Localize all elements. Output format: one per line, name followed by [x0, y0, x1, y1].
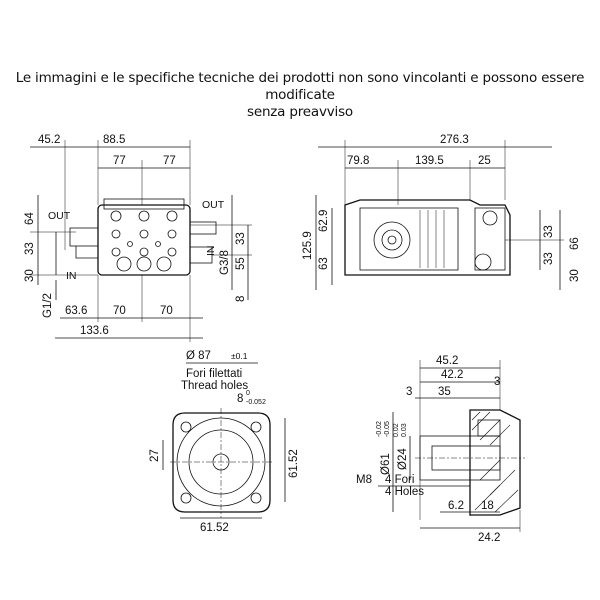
- front-dim-top-1: 45.2: [38, 134, 60, 146]
- flange-diameter-tol: ±0.1: [231, 351, 248, 361]
- flange-view: Ø 87 ±0.1 Fori filettati Thread holes 8 …: [149, 350, 300, 534]
- shaft-dim-d61: Ø61: [380, 453, 392, 475]
- shaft-dim-bottom-1: 6.2: [448, 500, 464, 512]
- front-dim-right-4: 8: [235, 296, 247, 302]
- front-dim-top-3: 77: [113, 155, 126, 167]
- front-dim-left-2: 33: [24, 242, 36, 255]
- shaft-d61-tol-upper: -0.02: [376, 421, 383, 437]
- shaft-d24-tol-lower: 0.03: [401, 423, 408, 437]
- shaft-view: 45.2 42.2 3 3 35 Ø61 -0.02 -0.05 Ø24 0.0…: [356, 355, 525, 544]
- front-dim-left-4: G1/2: [42, 293, 54, 318]
- front-dim-left-1: 64: [24, 212, 36, 225]
- front-dim-right-2: 55: [235, 257, 247, 270]
- disclaimer-line-1: Le immagini e le specifiche tecniche dei…: [15, 70, 585, 103]
- shaft-dim-bottom-3: 24.2: [478, 532, 500, 544]
- side-dim-right-2: 33: [543, 252, 555, 265]
- label-in-left: IN: [66, 270, 77, 282]
- side-dim-right-1: 33: [543, 225, 555, 238]
- label-out-right: OUT: [202, 199, 225, 211]
- side-dim-top-2: 79.8: [347, 155, 369, 167]
- front-dim-bottom-3: 70: [160, 305, 173, 317]
- shaft-thread: M8: [356, 474, 372, 486]
- front-dim-bottom-4: 133.6: [80, 325, 109, 337]
- shaft-dim-top-5: 35: [438, 386, 451, 398]
- flange-holes-en: Thread holes: [181, 380, 248, 392]
- side-dim-top-4: 25: [478, 155, 491, 167]
- shaft-dim-top-4: 3: [494, 376, 500, 388]
- flange-dim-bottom: 61.52: [200, 522, 229, 534]
- label-out-left: OUT: [48, 210, 71, 222]
- shaft-holes-it: 4 Fori: [385, 474, 414, 486]
- side-dim-left-2: 62.9: [318, 210, 330, 232]
- front-dim-top-4: 77: [163, 155, 176, 167]
- shaft-dim-bottom-2: 18: [481, 500, 494, 512]
- shaft-dim-top-2: 42.2: [441, 369, 463, 381]
- front-dim-top-2: 88.5: [103, 134, 125, 146]
- side-dim-top-3: 139.5: [415, 155, 444, 167]
- flange-diameter: Ø 87: [186, 350, 211, 362]
- front-dim-bottom-1: 63.6: [65, 305, 87, 317]
- flange-dim-right: 61.52: [288, 449, 300, 478]
- disclaimer-line-2: senza preavviso: [247, 104, 353, 120]
- shaft-d61-tol-lower: -0.05: [384, 421, 391, 437]
- flange-hole-tol-lower: -0.052: [246, 399, 266, 406]
- flange-holes-it: Fori filettati: [186, 368, 242, 380]
- side-dim-left-3: 63: [318, 257, 330, 270]
- side-dim-right-4: 30: [569, 269, 581, 282]
- flange-hole-tol-upper: 0: [246, 390, 250, 397]
- shaft-d24-tol-upper: 0.02: [393, 423, 400, 437]
- shaft-dim-top-1: 45.2: [436, 355, 458, 367]
- front-dim-right-1: 33: [235, 232, 247, 245]
- flange-hole-dim: 8: [237, 393, 243, 405]
- front-dim-right-3: G3/8: [219, 250, 231, 275]
- shaft-dim-d24: Ø24: [397, 448, 409, 470]
- front-dim-left-3: 30: [24, 269, 36, 282]
- front-view: 45.2 88.5 77 77 64 33 30 G1/2 OUT IN OUT: [24, 134, 252, 342]
- flange-dim-left: 27: [149, 449, 161, 462]
- side-dim-right-3: 66: [569, 237, 581, 250]
- side-view: 276.3 79.8 139.5 25 125.9 62.9 63 33 33 …: [302, 134, 581, 290]
- shaft-holes-en: 4 Holes: [385, 486, 424, 498]
- shaft-dim-top-3: 3: [406, 386, 412, 398]
- disclaimer-text: Le immagini e le specifiche tecniche dei…: [0, 70, 600, 121]
- label-in-right: IN: [205, 246, 217, 257]
- side-dim-top-1: 276.3: [440, 134, 469, 146]
- side-dim-left-1: 125.9: [302, 231, 314, 260]
- front-dim-bottom-2: 70: [113, 305, 126, 317]
